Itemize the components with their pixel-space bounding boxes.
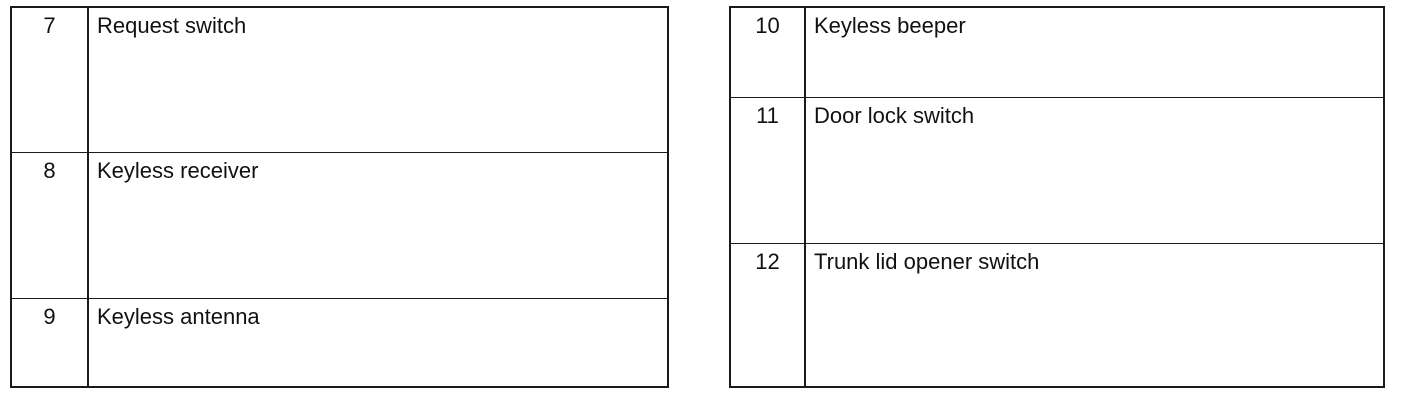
- table-row: 7 Request switch: [12, 8, 667, 153]
- table-row: 12 Trunk lid opener switch: [731, 244, 1383, 386]
- part-number-cell: 7: [12, 8, 89, 152]
- table-row: 11 Door lock switch: [731, 98, 1383, 244]
- part-number-cell: 9: [12, 299, 89, 386]
- part-name-cell: Door lock switch: [814, 103, 975, 128]
- table-row: 9 Keyless antenna: [12, 299, 667, 386]
- parts-table-right: 10 Keyless beeper 11 Door lock switch 12…: [729, 6, 1385, 388]
- part-name-cell: Keyless receiver: [97, 158, 259, 183]
- part-name-cell: Keyless antenna: [97, 304, 260, 329]
- part-number-cell: 12: [731, 244, 806, 386]
- parts-table-left: 7 Request switch 8 Keyless receiver 9 Ke…: [10, 6, 669, 388]
- part-name-cell: Trunk lid opener switch: [814, 249, 1040, 274]
- part-number-cell: 8: [12, 153, 89, 298]
- part-name-cell: Request switch: [97, 13, 247, 38]
- table-row: 10 Keyless beeper: [731, 8, 1383, 98]
- table-row: 8 Keyless receiver: [12, 153, 667, 299]
- part-number-cell: 11: [731, 98, 806, 243]
- part-name-cell: Keyless beeper: [814, 13, 966, 38]
- part-number-cell: 10: [731, 8, 806, 97]
